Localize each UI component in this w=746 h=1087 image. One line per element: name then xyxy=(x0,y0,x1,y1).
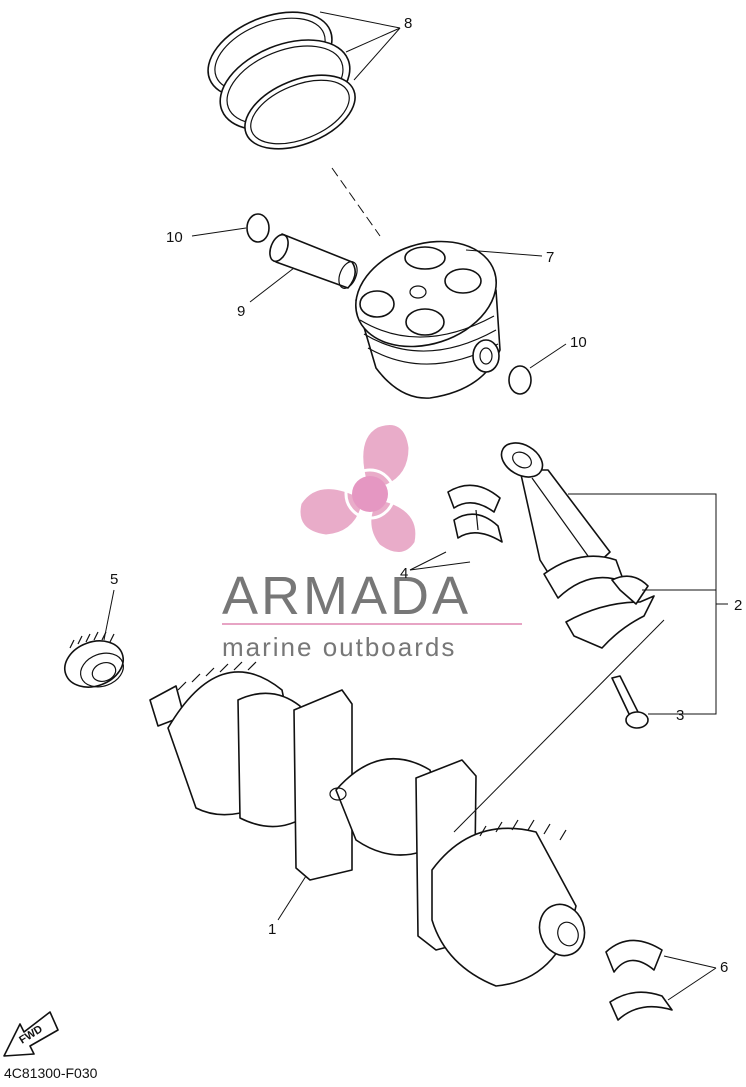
rod-bolt xyxy=(611,675,649,729)
leader-lines xyxy=(103,11,728,1001)
propeller-hub xyxy=(352,476,388,512)
callout-9: 9 xyxy=(237,303,245,320)
big-end-bearing xyxy=(447,484,503,543)
crank-gear xyxy=(64,631,124,688)
circlip-lower xyxy=(508,365,532,395)
propeller-blade-left xyxy=(300,489,361,535)
piston-rings xyxy=(207,11,356,150)
callout-1: 1 xyxy=(268,921,276,938)
callout-5: 5 xyxy=(110,571,118,588)
watermark-brand: ARMADA xyxy=(222,566,471,626)
callout-7: 7 xyxy=(546,249,554,266)
watermark-tagline: marine outboards xyxy=(222,632,456,662)
callout-10-lower: 10 xyxy=(570,334,587,351)
callout-2: 2 xyxy=(734,597,742,614)
callout-3: 3 xyxy=(676,707,684,724)
callout-10-upper: 10 xyxy=(166,229,183,246)
callout-6: 6 xyxy=(720,959,728,976)
piston xyxy=(355,240,501,399)
fwd-arrow: FWD xyxy=(3,1011,59,1057)
assembly-axis-line xyxy=(331,167,381,237)
circlip-upper xyxy=(246,213,270,243)
main-bearing xyxy=(605,939,673,1021)
armada-logo xyxy=(300,425,416,552)
callout-4: 4 xyxy=(400,565,408,582)
drawing-code: 4C81300-F030 xyxy=(4,1065,98,1081)
piston-pin xyxy=(269,233,358,289)
callout-8: 8 xyxy=(404,15,412,32)
connecting-rod xyxy=(500,442,655,649)
crankshaft xyxy=(149,661,586,987)
